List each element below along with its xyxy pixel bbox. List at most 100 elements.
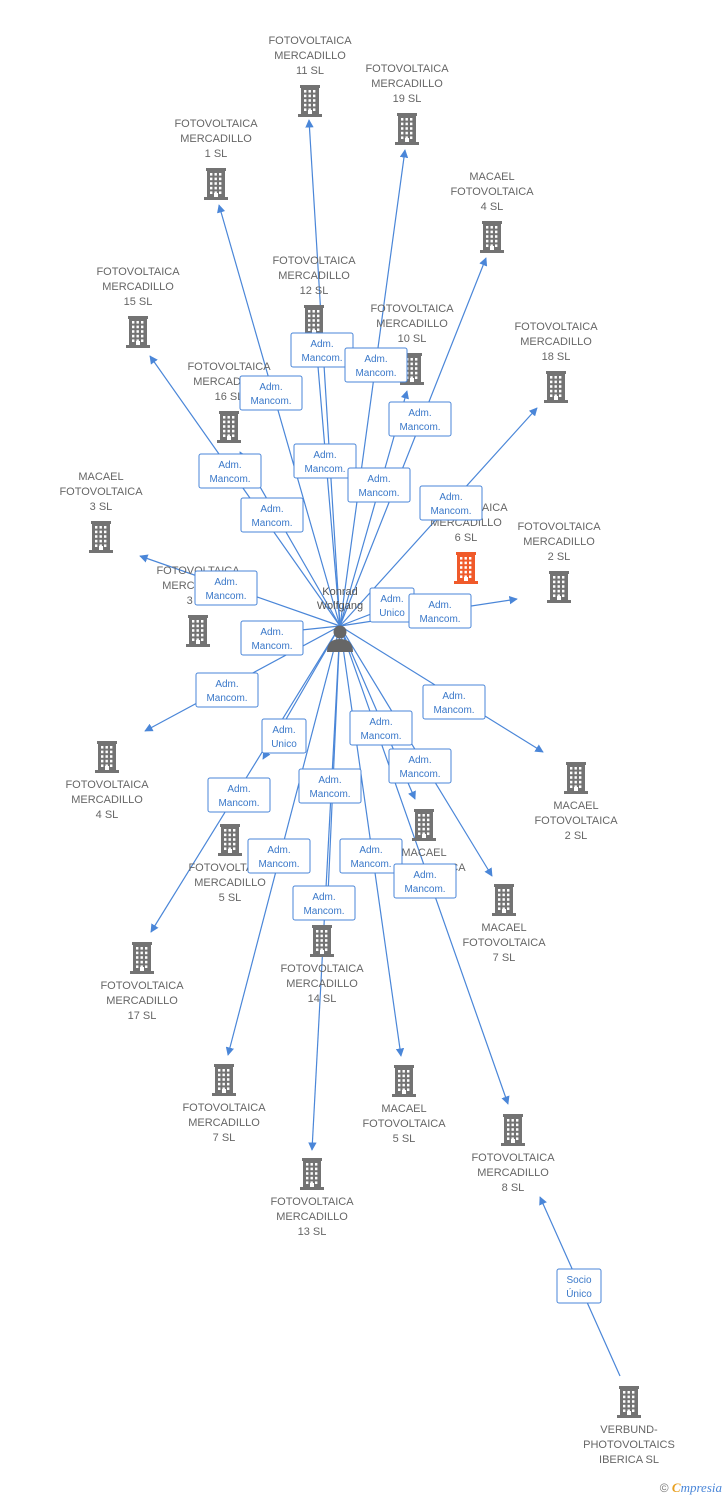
edge-label-line: Socio [566, 1275, 591, 1286]
company-name-line: MERCADILLO [520, 336, 592, 348]
edge-label-person-fm10[interactable]: Adm.Mancom. [347, 467, 411, 503]
edge-label-line: Adm. [272, 725, 295, 736]
edge-label-line: Mancom. [301, 353, 342, 364]
edge-label-person-fm7[interactable]: Adm.Mancom. [247, 838, 311, 874]
edge-label-person-mf1[interactable]: Adm.Mancom. [349, 710, 413, 746]
brand-logo[interactable]: Cmpresia [671, 1480, 722, 1495]
edge-label-line: Adm. [218, 460, 241, 471]
edge-label-box [388, 401, 452, 437]
edge-label-line: Mancom. [419, 614, 460, 625]
edge-label-person-fm18[interactable]: Adm.Mancom. [419, 485, 483, 521]
edge-label-box [239, 375, 303, 411]
edge-label-line: Unico [271, 739, 297, 750]
edge-label-person-mf3[interactable]: Adm.Mancom. [194, 570, 258, 606]
edge-label-person-fm14[interactable]: Adm.Mancom. [298, 768, 362, 804]
edge-label-person-fm5[interactable]: Adm. Unico [261, 718, 307, 754]
company-name-line: 5 SL [219, 892, 242, 904]
company-name-line: MERCADILLO [278, 270, 350, 282]
edge-label-person-fm17[interactable]: Adm.Mancom. [207, 777, 271, 813]
company-name-line: FOTOVOLTAICA [268, 35, 352, 47]
company-name-line: IBERICA SL [599, 1454, 659, 1466]
edge-label-person-fm15[interactable]: Adm. Mancom. [198, 453, 262, 489]
edge-label-line: Mancom. [399, 769, 440, 780]
company-name-line: 12 SL [300, 285, 329, 297]
edge-label-box [207, 777, 271, 813]
building-icon [130, 942, 154, 974]
building-icon [89, 521, 113, 553]
edge-label-person-fm13[interactable]: Adm.Mancom. [292, 885, 356, 921]
edge-label-person-fm11[interactable]: Adm.Mancom. [290, 332, 354, 368]
edge-label-line: Adm. [215, 679, 238, 690]
edge-label-person-mf4[interactable]: Adm.Mancom. [388, 401, 452, 437]
company-name-line: FOTOVOLTAICA [534, 815, 618, 827]
company-name-line: MACAEL [78, 471, 123, 483]
company-name-line: 4 SL [96, 809, 119, 821]
edge-label-line: Mancom. [304, 464, 345, 475]
company-name-line: MERCADILLO [188, 1117, 260, 1129]
edge-label-person-fm4[interactable]: Adm.Mancom. [195, 672, 259, 708]
building-icon [392, 1065, 416, 1097]
edge-label-line: Adm. [439, 492, 462, 503]
edge-label-line: Adm. [313, 450, 336, 461]
edge-label-line: Mancom. [218, 798, 259, 809]
building-icon [544, 371, 568, 403]
company-name-line: 6 SL [455, 532, 478, 544]
edge-label-person-fm16[interactable]: Adm.Mancom. [240, 497, 304, 533]
edge-label-box [347, 467, 411, 503]
edge-label-box [293, 443, 357, 479]
edge-label-person-fm3[interactable]: Adm.Mancom. [240, 620, 304, 656]
edge-label-box [388, 748, 452, 784]
edge-label-box [422, 684, 486, 720]
company-name-line: 7 SL [213, 1132, 236, 1144]
edge-label-person-fm6[interactable]: Adm.Unico [369, 587, 415, 623]
edge-label-line: Mancom. [350, 859, 391, 870]
company-name-line: 4 SL [481, 201, 504, 213]
edge-label-person-fm19[interactable]: Adm.Mancom. [344, 347, 408, 383]
edge-label-person-mf5[interactable]: Adm.Mancom. [339, 838, 403, 874]
edge-label-box [408, 593, 472, 629]
edge-person-mf4 [339, 257, 488, 627]
company-name-line: 3 SL [90, 501, 113, 513]
edge-label-person-fm8[interactable]: Adm.Mancom. [393, 863, 457, 899]
edge-label-line: Mancom. [209, 474, 250, 485]
edge-label-line: Adm. [380, 594, 403, 605]
company-name-line: MERCADILLO [286, 978, 358, 990]
edge-label-person-mf2[interactable]: Adm.Mancom. [422, 684, 486, 720]
company-name-line: MERCADILLO [106, 995, 178, 1007]
company-name-line: 8 SL [502, 1182, 525, 1194]
edge-label-person-fm1[interactable]: Adm.Mancom. [239, 375, 303, 411]
edge-label-line: Adm. [408, 755, 431, 766]
edge-label-person-mf7[interactable]: Adm. Mancom. [388, 748, 452, 784]
company-name-line: MERCADILLO [102, 281, 174, 293]
edge-labels-layer: Adm. Mancom. Adm. Mancom. Adm. Mancom. Adm. Man… [194, 332, 602, 1304]
edge-label-person-fm2[interactable]: Adm.Mancom. [408, 593, 472, 629]
company-name-line: MERCADILLO [276, 1211, 348, 1223]
edge-label-person-fm12[interactable]: Adm. Mancom. [293, 443, 357, 479]
edge-label-box [344, 347, 408, 383]
edge-person-fm11 [305, 119, 341, 627]
company-name-line: MERCADILLO [371, 78, 443, 90]
